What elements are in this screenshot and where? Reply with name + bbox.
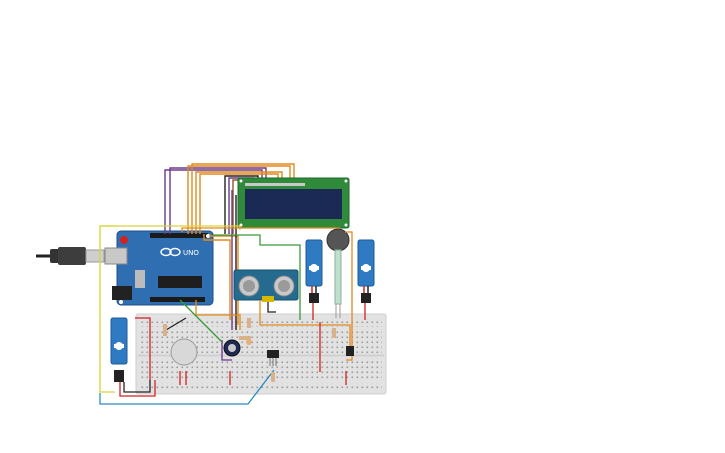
wire-bundle-main	[99, 225, 366, 405]
ultrasonic-sensor-icon[interactable]	[233, 269, 299, 302]
force-sensor-icon[interactable]	[326, 228, 350, 318]
arduino-uno-board[interactable]: UNO	[104, 230, 214, 306]
arduino-brand-label: UNO	[183, 249, 199, 257]
breadboard[interactable]	[135, 313, 387, 395]
piezo-buzzer-icon[interactable]	[170, 338, 198, 366]
lcd-16x2-icon[interactable]	[237, 177, 350, 229]
led	[246, 339, 252, 345]
transistor-icon[interactable]	[267, 350, 279, 366]
resistor	[163, 318, 336, 382]
potentiometer-icon[interactable]	[223, 339, 241, 357]
servo-motor-icon[interactable]	[357, 239, 375, 303]
transistor-icon[interactable]	[346, 346, 354, 356]
usb-cable-icon	[36, 247, 105, 265]
servo-motor-icon[interactable]	[110, 317, 128, 382]
arduino-infinity-icon	[160, 247, 181, 257]
servo-motor-icon[interactable]	[305, 239, 323, 303]
